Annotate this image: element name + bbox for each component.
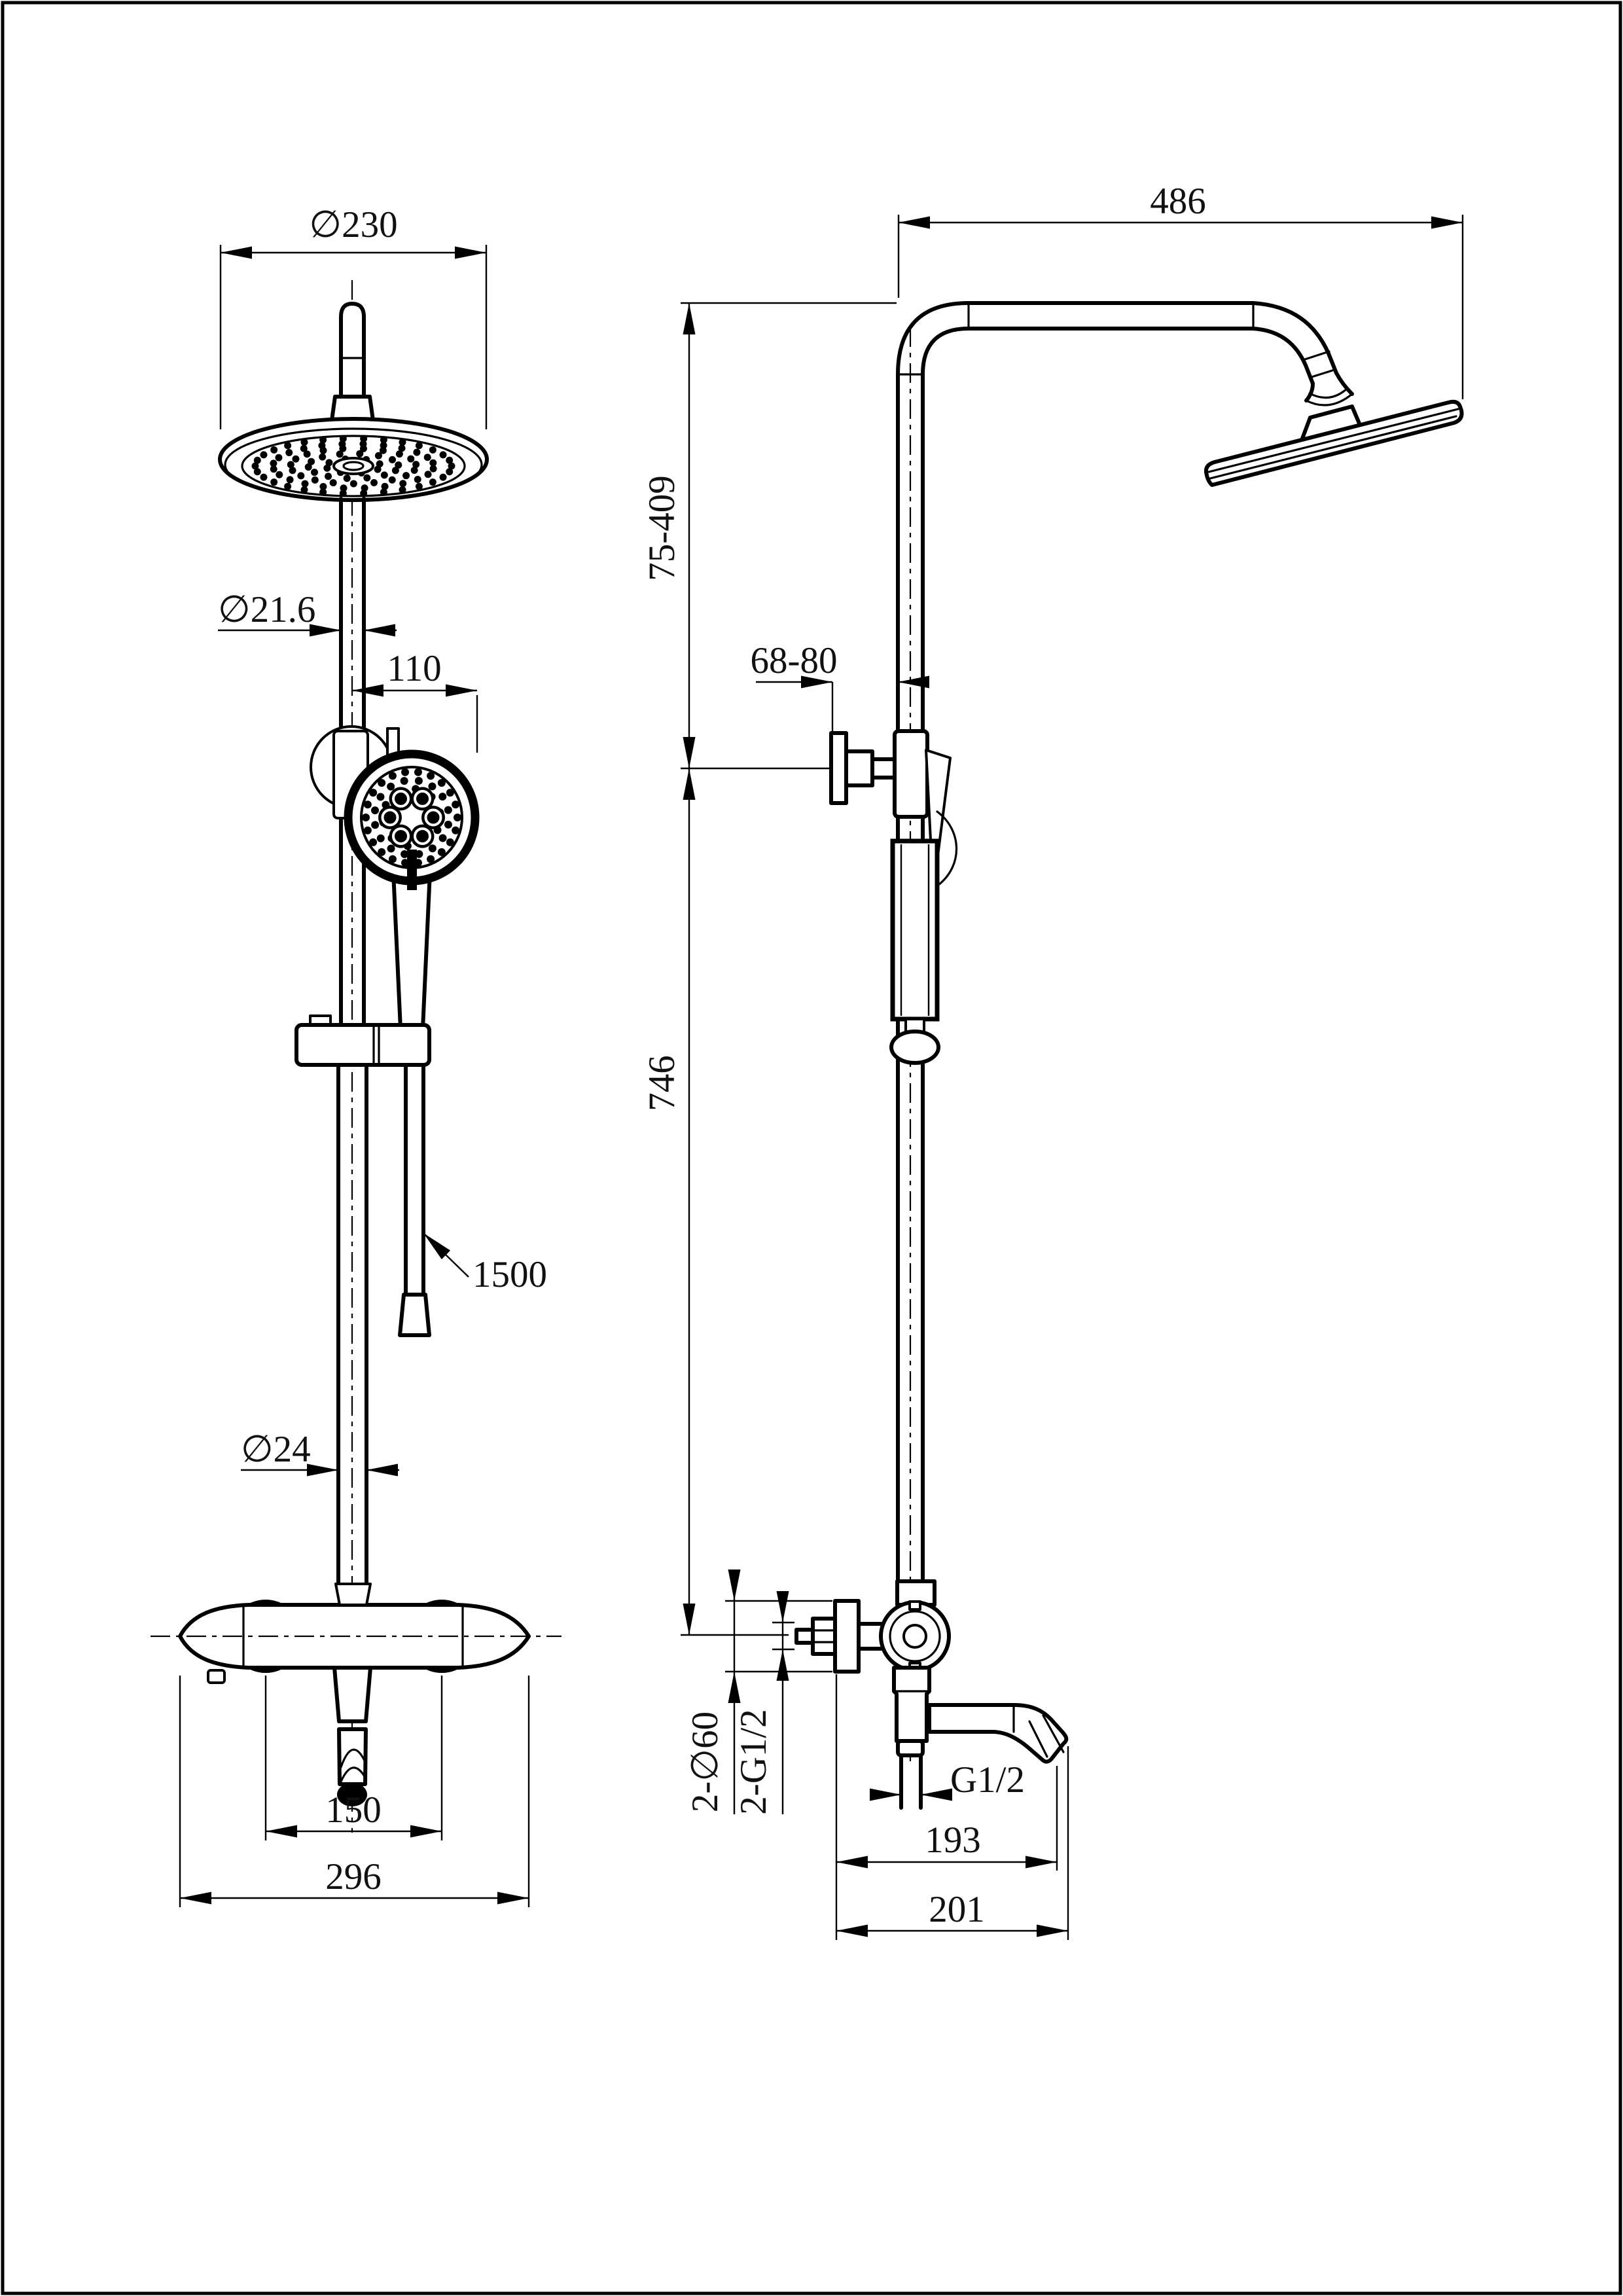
slider-bracket: [294, 1014, 431, 1067]
label-hand-shower-offset: 110: [387, 648, 441, 689]
hand-shower-center-jets: [378, 787, 445, 848]
dim-rail-diameter: ∅21.6: [218, 589, 397, 632]
dim-lower-rail-diameter: ∅24: [241, 1429, 399, 1471]
label-hose-length: 1500: [473, 1254, 547, 1295]
wall-pipe-stub: [794, 1628, 815, 1645]
hose-cone-nut: [398, 1293, 431, 1337]
dim-body-width: 296: [179, 1676, 530, 1907]
dim-spout-reach: 193 201: [835, 1674, 1069, 1940]
side-view: 486 75-409 746 68-80: [641, 181, 1464, 1940]
dim-inlet-threads: 2-G1/2: [733, 1596, 794, 1815]
rain-head-stem: [339, 302, 366, 399]
label-spout-reach: 193: [925, 1820, 981, 1861]
label-arm-reach: 486: [1150, 181, 1206, 222]
diverter-button: [207, 1669, 226, 1684]
mixer-valve-side: [794, 1579, 1069, 1810]
label-rail-length: 746: [641, 1055, 683, 1111]
tub-spout-side: [927, 1703, 1069, 1764]
rain-head-nozzles: [251, 435, 455, 497]
hand-shower-tab: [407, 850, 417, 890]
dim-hose-length: 1500: [423, 1232, 547, 1295]
wall-escutcheon: [833, 1599, 861, 1674]
overhead-arm: [896, 301, 1354, 406]
label-inlet-threads: 2-G1/2: [733, 1709, 774, 1814]
valve-lower-body: [892, 1666, 931, 1743]
hand-shower-front: [344, 749, 480, 890]
tub-spout-front: [332, 1666, 372, 1806]
label-wall-clearance: 68-80: [751, 640, 838, 681]
dim-wall-clearance: 68-80: [751, 640, 929, 732]
label-handle-spacing: 150: [325, 1789, 382, 1831]
top-wall-bracket: [829, 729, 929, 819]
label-escutcheons: 2-∅60: [685, 1712, 726, 1812]
label-body-width: 296: [325, 1856, 382, 1897]
rain-head-nut: [330, 395, 375, 422]
label-top-bracket-range: 75-409: [641, 475, 683, 581]
spout-outlet: [337, 1783, 367, 1806]
label-rail-diameter: ∅21.6: [218, 589, 315, 630]
mixer-valve-front: [151, 1583, 562, 1806]
label-head-diameter: ∅230: [309, 204, 397, 245]
dim-head-diameter: ∅230: [219, 204, 488, 429]
label-lower-rail-diameter: ∅24: [241, 1429, 311, 1470]
hose-loop-side: [936, 810, 958, 886]
dim-arm-reach: 486: [897, 181, 1464, 399]
label-outlet-thread: G1/2: [950, 1759, 1025, 1801]
dim-vertical-ranges: 75-409 746: [641, 302, 897, 1636]
dimension-arrowheads: [180, 216, 1463, 1937]
label-spout-overall: 201: [929, 1889, 985, 1930]
front-view: ∅230 ∅21.6 110: [151, 204, 562, 1907]
rain-head-front: [218, 417, 489, 502]
hand-shower-handle-front: [391, 870, 432, 1031]
valve-top-fitting: [334, 1583, 372, 1606]
hose-outlet-nut: [896, 1739, 925, 1757]
hand-shower-side: [889, 838, 940, 1065]
rain-head-side: [1204, 399, 1464, 487]
shower-hose-front: [398, 1063, 431, 1337]
slider-knob-side: [889, 1030, 940, 1065]
wall-nut: [811, 1617, 837, 1656]
